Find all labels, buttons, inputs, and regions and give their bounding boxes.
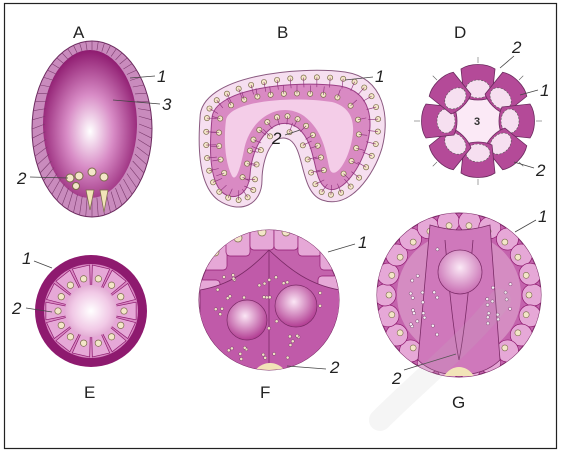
panel-label-e: E bbox=[84, 383, 95, 402]
callout-e-1: 1 bbox=[22, 249, 31, 268]
callout-e-2: 2 bbox=[11, 299, 22, 318]
panel-label-g: G bbox=[452, 393, 465, 412]
callout-g-2: 2 bbox=[391, 369, 402, 388]
callout-a-2: 2 bbox=[16, 169, 27, 188]
callout-d-2-bottom: 2 bbox=[535, 161, 546, 180]
callout-a-1: 1 bbox=[157, 67, 166, 86]
panel-label-f: F bbox=[260, 383, 270, 402]
panel-e: E 1 2 bbox=[11, 249, 147, 402]
panel-b: B 1 2 bbox=[199, 23, 385, 207]
panel-f: F 1 2 bbox=[198, 214, 367, 402]
callout-d-3: 3 bbox=[474, 116, 480, 128]
panel-label-b: B bbox=[277, 23, 288, 42]
panel-a: A 1 3 2 bbox=[16, 23, 172, 217]
callout-b-2: 2 bbox=[271, 129, 282, 148]
callout-g-1: 1 bbox=[538, 207, 547, 226]
callout-b-1: 1 bbox=[375, 67, 384, 86]
panel-label-d: D bbox=[454, 23, 466, 42]
callout-f-1: 1 bbox=[358, 233, 367, 252]
lumen-e bbox=[65, 285, 117, 337]
panel-g: G 1 2 bbox=[374, 207, 547, 412]
panel-label-a: A bbox=[73, 23, 85, 42]
panel-d: 3 D 2 1 2 bbox=[414, 23, 549, 185]
callout-f-2: 2 bbox=[329, 358, 340, 377]
callout-d-1: 1 bbox=[540, 81, 549, 100]
callout-d-2-top: 2 bbox=[511, 38, 522, 57]
callout-a-3: 3 bbox=[162, 95, 172, 114]
